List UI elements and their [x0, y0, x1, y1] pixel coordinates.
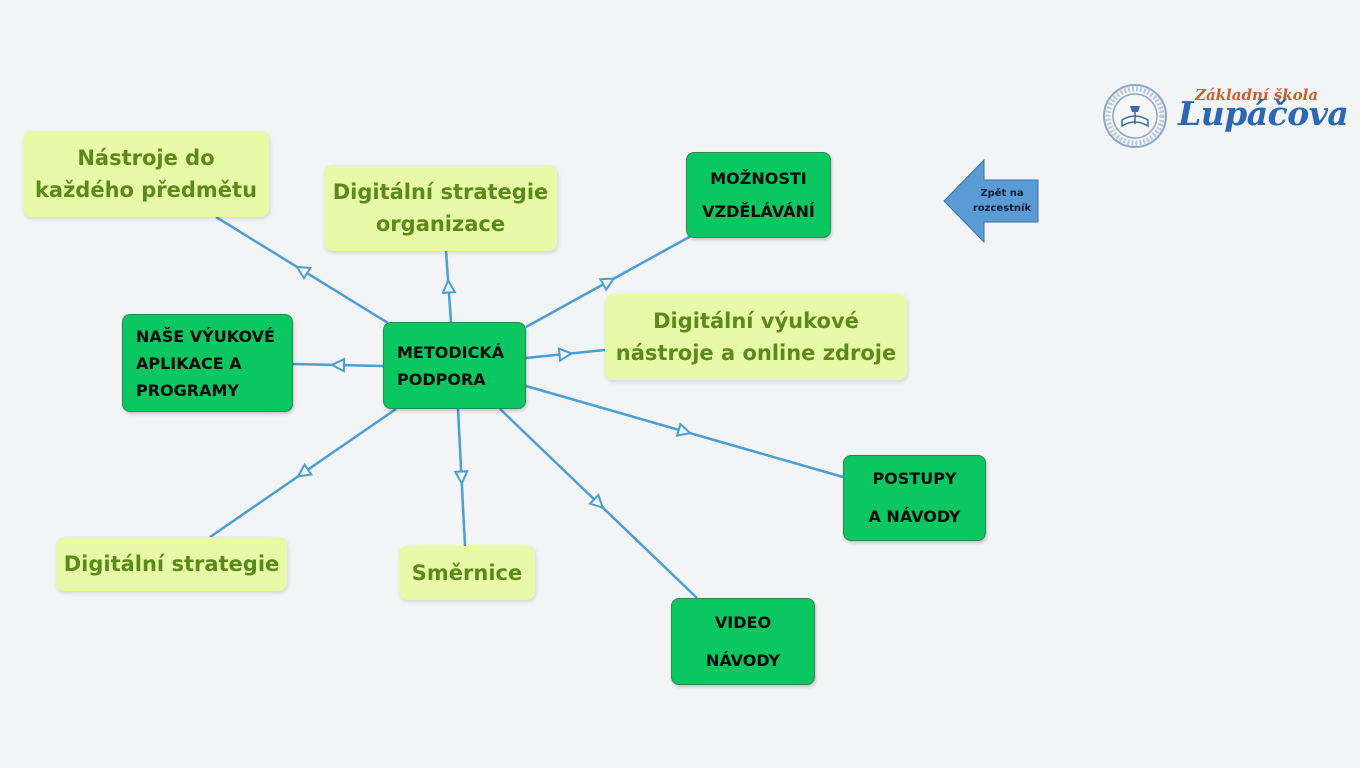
node-digitalni-strategie[interactable]: Digitální strategie [56, 537, 287, 591]
node-moznosti-vzdelavani[interactable]: MOŽNOSTI VZDĚLÁVÁNÍ [686, 152, 831, 238]
back-button-label: Zpět na rozcestník [972, 188, 1032, 214]
edge-vyukove-arrowhead [557, 347, 574, 363]
left-arrow-icon [943, 158, 1039, 244]
node-label: Digitální strategie [63, 552, 280, 576]
back-to-menu-button[interactable]: Zpět na rozcestník [941, 158, 1041, 244]
node-nase-vyukove-aplikace[interactable]: NAŠE VÝUKOVÉ APLIKACE A PROGRAMY [122, 314, 293, 412]
node-label: NAŠE VÝUKOVÉ APLIKACE A PROGRAMY [136, 326, 275, 400]
node-digitalni-vyukove-nastroje[interactable]: Digitální výukové nástroje a online zdro… [605, 294, 907, 380]
edge-video-arrowhead [588, 493, 605, 510]
node-digitalni-strategie-organizace[interactable]: Digitální strategie organizace [324, 165, 557, 251]
node-label: POSTUPY A NÁVODY [868, 469, 961, 526]
node-label: VIDEO NÁVODY [705, 612, 781, 670]
edge-aplikace-arrowhead [329, 357, 346, 373]
node-label: METODICKÁ PODPORA [397, 342, 505, 389]
center-metodicka-podpora[interactable]: METODICKÁ PODPORA [383, 322, 526, 409]
edge-strategie-org-arrowhead [441, 278, 457, 295]
edge-postupy-arrowhead [675, 422, 693, 437]
node-label: MOŽNOSTI VZDĚLÁVÁNÍ [702, 169, 815, 221]
node-label: Nástroje do každého předmětu [34, 146, 258, 202]
node-video-navody[interactable]: VIDEO NÁVODY [671, 598, 815, 685]
school-seal-icon [1103, 84, 1167, 148]
edge-nastroje-arrowhead [294, 265, 312, 281]
node-smernice[interactable]: Směrnice [399, 546, 535, 600]
node-nastroje-do-kazdeho-predmetu[interactable]: Nástroje do každého předmětu [23, 131, 269, 217]
edge-strategie-arrowhead [296, 462, 314, 478]
school-logo: Základní škola Lupáčova [1100, 84, 1349, 148]
edge-moznosti-arrowhead [598, 277, 616, 292]
node-postupy-a-navody[interactable]: POSTUPY A NÁVODY [843, 455, 986, 541]
logo-big-text: Lupáčova [1178, 94, 1349, 133]
node-label: Směrnice [411, 561, 523, 585]
edge-smernice-arrowhead [453, 470, 469, 486]
logo-small-text: Základní škola [1195, 86, 1319, 104]
node-label: Digitální výukové nástroje a online zdro… [615, 309, 897, 365]
node-label: Digitální strategie organizace [332, 180, 549, 236]
